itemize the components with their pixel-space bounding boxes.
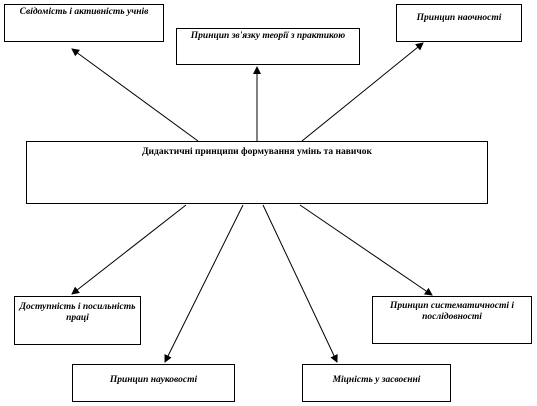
principle-scientific-label: Принцип науковості bbox=[109, 375, 198, 385]
principle-visibility-label: Принцип наочності bbox=[416, 13, 502, 23]
principle-durability: Міцність у засвоєнні bbox=[302, 364, 451, 402]
principle-systematic-label: Принцип систематичності і послідовності bbox=[389, 301, 515, 322]
arrow-to-systematic bbox=[299, 204, 433, 296]
central-concept: Дидактичні принципи формування умінь та … bbox=[26, 141, 488, 204]
principle-consciousness: Свідомість і активність учнів bbox=[4, 4, 164, 42]
principle-durability-label: Міцність у засвоєнні bbox=[332, 375, 421, 385]
principle-theory-practice: Принцип зв'язку теорії з практикою bbox=[176, 28, 360, 65]
central-concept-label: Дидактичні принципи формування умінь та … bbox=[142, 147, 372, 157]
arrow-to-visibility bbox=[301, 42, 424, 142]
principle-theory-practice-label: Принцип зв'язку теорії з практикою bbox=[190, 31, 346, 41]
principle-visibility: Принцип наочності bbox=[396, 4, 522, 42]
principle-systematic: Принцип систематичності і послідовності bbox=[372, 296, 532, 344]
arrow-to-durability bbox=[262, 204, 338, 363]
principle-consciousness-label: Свідомість і активність учнів bbox=[19, 7, 149, 17]
principle-scientific: Принцип науковості bbox=[72, 364, 235, 402]
arrow-to-consciousness bbox=[71, 48, 199, 142]
principle-accessibility: Доступність і посильність праці bbox=[14, 296, 141, 345]
arrow-to-accessibility bbox=[71, 204, 187, 295]
arrow-to-scientific bbox=[164, 204, 244, 363]
principle-accessibility-label: Доступність і посильність праці bbox=[19, 302, 136, 323]
